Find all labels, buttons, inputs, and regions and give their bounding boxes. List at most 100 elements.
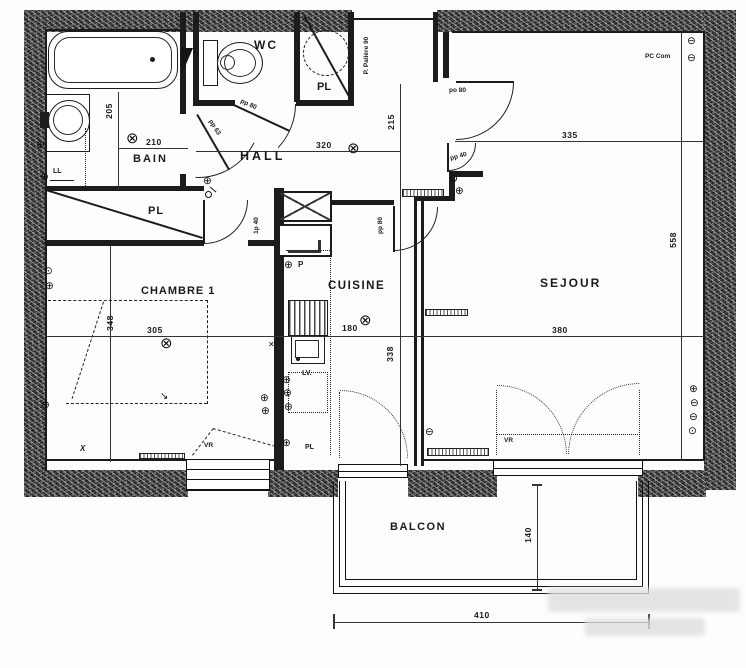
dim-line	[118, 148, 188, 149]
outlet-icon: ⊕	[41, 399, 50, 411]
shutter-leaf	[496, 390, 497, 455]
room-label-bain: BAIN	[133, 153, 168, 165]
wall-sejour-step	[443, 32, 449, 78]
watermark	[548, 588, 740, 612]
shutter-tent-chambre-b	[212, 428, 276, 447]
washbasin-bowl-inner	[53, 105, 83, 135]
wall-wc-bottom-1	[193, 100, 235, 106]
door-label-pp80-cuisine: pp 80	[376, 217, 384, 234]
dim-line	[46, 336, 705, 337]
outlet-minus-icon: ⊖	[690, 397, 699, 409]
door-label-entrance: P. Palière 90	[363, 36, 371, 75]
dim-label-215: 215	[385, 114, 396, 130]
shutter-leaf	[339, 392, 340, 458]
tap-cross-icon: ✕	[268, 340, 275, 349]
wall-chambre-top-1	[46, 240, 204, 246]
wall-bain-pl	[46, 186, 204, 191]
furniture-dashed-bottom	[66, 403, 207, 404]
wall-bain-right-stub	[180, 174, 186, 190]
door-label-po80: po 80	[449, 87, 466, 94]
radiator	[427, 448, 489, 456]
door-leaf-entrance	[456, 81, 514, 83]
outlet-minus-icon: ⊖	[689, 411, 698, 423]
room-label-balcon: BALCON	[390, 521, 447, 533]
wall-top-right	[437, 10, 736, 32]
wall-right	[704, 10, 736, 490]
closet-p-label: P	[298, 260, 304, 269]
vr-label-sejour: VR	[504, 437, 514, 444]
wall-bottom-4	[638, 470, 706, 497]
fridge	[278, 191, 332, 222]
water-heater	[303, 30, 349, 76]
dim-line	[196, 151, 400, 152]
wall-chambre-bottom-face	[46, 459, 276, 461]
wall-pl-right	[348, 12, 354, 102]
wall-cuisine-left	[274, 188, 284, 470]
dim-tick	[333, 614, 335, 629]
dim-label-348: 348	[104, 315, 115, 331]
outlet-icon: ⊕	[455, 185, 464, 197]
kitchen-sink-drain	[296, 357, 300, 361]
dim-line	[681, 33, 682, 461]
bathtub-inner	[54, 37, 172, 83]
furniture-dashed-top	[48, 300, 208, 301]
dim-label-140: 140	[522, 527, 533, 543]
shutter-leaf	[639, 390, 640, 455]
dishwasher	[288, 372, 328, 413]
wall-cuisine-top	[332, 200, 394, 205]
dim-line	[537, 484, 538, 590]
wall-inner	[452, 31, 704, 33]
ceiling-light-icon: ⊗	[347, 140, 360, 157]
outlet-icon: ⊕	[36, 139, 45, 151]
dim-line	[118, 92, 119, 190]
dim-label-305: 305	[147, 325, 163, 335]
outlet-minus-icon: ⊖	[687, 52, 696, 64]
wall-chambre-top-2	[248, 240, 278, 246]
balcony-outline-mid	[339, 481, 643, 587]
switch-icon	[450, 175, 457, 182]
wall-pp40-east	[455, 171, 483, 177]
wall-wc-left	[193, 12, 199, 106]
bathtub-drain	[150, 57, 155, 62]
wall-inner	[45, 30, 47, 471]
outlet-minus-icon: ⊖	[687, 35, 696, 47]
wall-bottom-1	[24, 470, 188, 497]
wall-vestibule-right	[433, 12, 438, 82]
furniture-dashed-diagonal	[71, 301, 104, 400]
socket-icon: ⊙	[688, 425, 697, 437]
dim-label-338: 338	[384, 346, 395, 362]
washing-machine-label: LL	[53, 168, 62, 175]
dishwasher-label: LV.	[302, 370, 312, 377]
wall-cuisine-sejour-a	[414, 200, 417, 466]
door-arc-cuisine	[394, 207, 438, 251]
door-leaf-chambre	[203, 200, 205, 244]
wall-wc-pl	[294, 12, 300, 102]
outlet-icon: ⊕	[689, 383, 698, 395]
door-arc-entrance	[456, 82, 514, 140]
counter-dotted-top	[286, 250, 330, 251]
radiator	[425, 309, 468, 316]
door-leaf-cuisine	[393, 206, 395, 252]
door-leaf-pp40	[447, 143, 449, 172]
door-label-lp40: 1p 40	[252, 217, 260, 234]
outlet-icon: ⊕	[283, 387, 292, 399]
room-label-chambre: CHAMBRE 1	[141, 285, 216, 297]
dim-tick	[532, 484, 542, 486]
room-label-wc: WC	[254, 38, 278, 52]
pc-com-label: PC Com	[645, 53, 671, 60]
kitchen-sink-inner	[295, 340, 319, 358]
balcony-outline-inner	[345, 481, 637, 580]
dim-tick	[532, 589, 542, 591]
wall-inner	[703, 31, 705, 461]
room-label-pl-bain: PL	[148, 205, 165, 217]
shower-panel-icon	[181, 48, 193, 76]
room-label-pl-cuisine: PL	[305, 444, 314, 451]
outlet-icon: ⊕	[260, 392, 269, 404]
wall-left	[24, 10, 46, 497]
dim-label-180: 180	[342, 323, 358, 333]
outlet-icon: ⊕	[45, 280, 54, 292]
outlet-icon: ⊕	[261, 405, 270, 417]
wall-inner	[45, 29, 181, 31]
cooktop	[288, 300, 328, 336]
wall-bottom-2	[268, 470, 338, 497]
